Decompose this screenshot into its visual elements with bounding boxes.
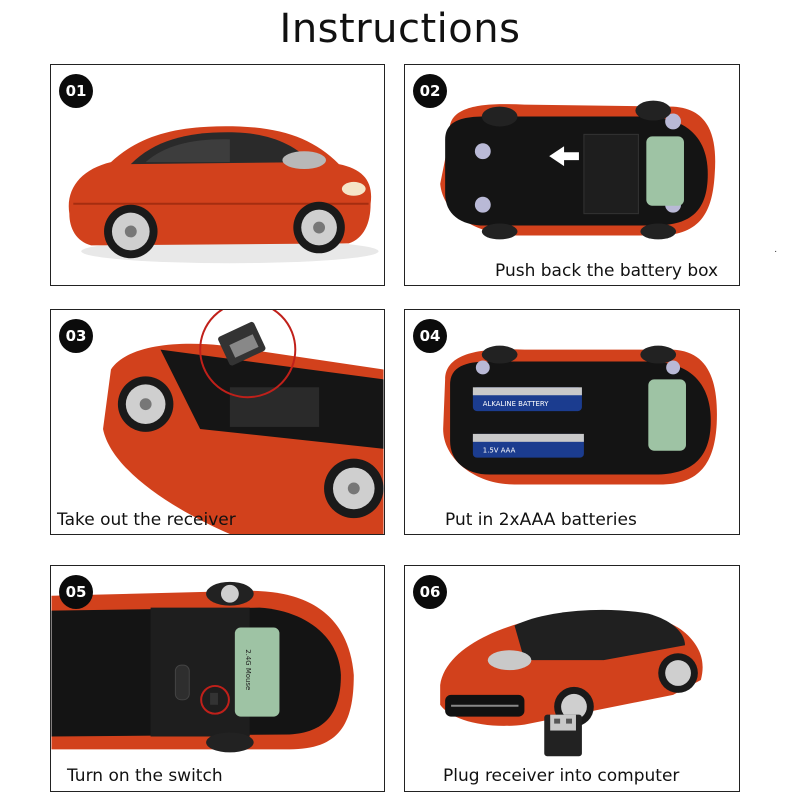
step-caption-05: Turn on the switch <box>67 766 223 786</box>
step-badge-01: 01 <box>59 74 93 108</box>
step-panel-01: 01 <box>50 64 385 286</box>
step-caption-02: Push back the battery box <box>495 261 719 281</box>
step-caption-04: Put in 2xAAA batteries <box>445 510 637 530</box>
car-mouse-batteries-image: ALKALINE BATTERY 1.5V AAA <box>443 345 717 485</box>
battery-label-top: ALKALINE BATTERY <box>483 400 549 408</box>
step-badge-03: 03 <box>59 319 93 353</box>
step-panel-05: 05 2.4G Mouse Turn on the switch <box>50 565 385 792</box>
step-badge-06: 06 <box>413 575 447 609</box>
stray-mark: · <box>774 246 778 257</box>
step-caption-03: Take out the receiver <box>57 510 236 530</box>
step-panel-06: 06 Plug receiver into computer <box>404 565 740 792</box>
step-panel-04: 04 ALKALINE BATTERY 1.5V AAA Put in 2xAA… <box>404 309 740 535</box>
car-mouse-switch-image: 2.4G Mouse <box>51 581 354 753</box>
car-mouse-underside-image <box>440 100 716 240</box>
page-title: Instructions <box>279 6 521 52</box>
car-mouse-side-image <box>68 126 379 264</box>
step-badge-02: 02 <box>413 74 447 108</box>
step-panel-02: 02 Push back the battery box <box>404 64 740 286</box>
car-mouse-front-image <box>440 609 703 757</box>
step-badge-05: 05 <box>59 575 93 609</box>
car-mouse-receiver-image <box>103 310 384 534</box>
battery-label-bottom: 1.5V AAA <box>483 447 516 455</box>
step-panel-03: 03 Take out the receiver <box>50 309 385 535</box>
step-caption-06: Plug receiver into computer <box>443 766 680 786</box>
sticker-label: 2.4G Mouse <box>244 649 252 690</box>
step-badge-04: 04 <box>413 319 447 353</box>
